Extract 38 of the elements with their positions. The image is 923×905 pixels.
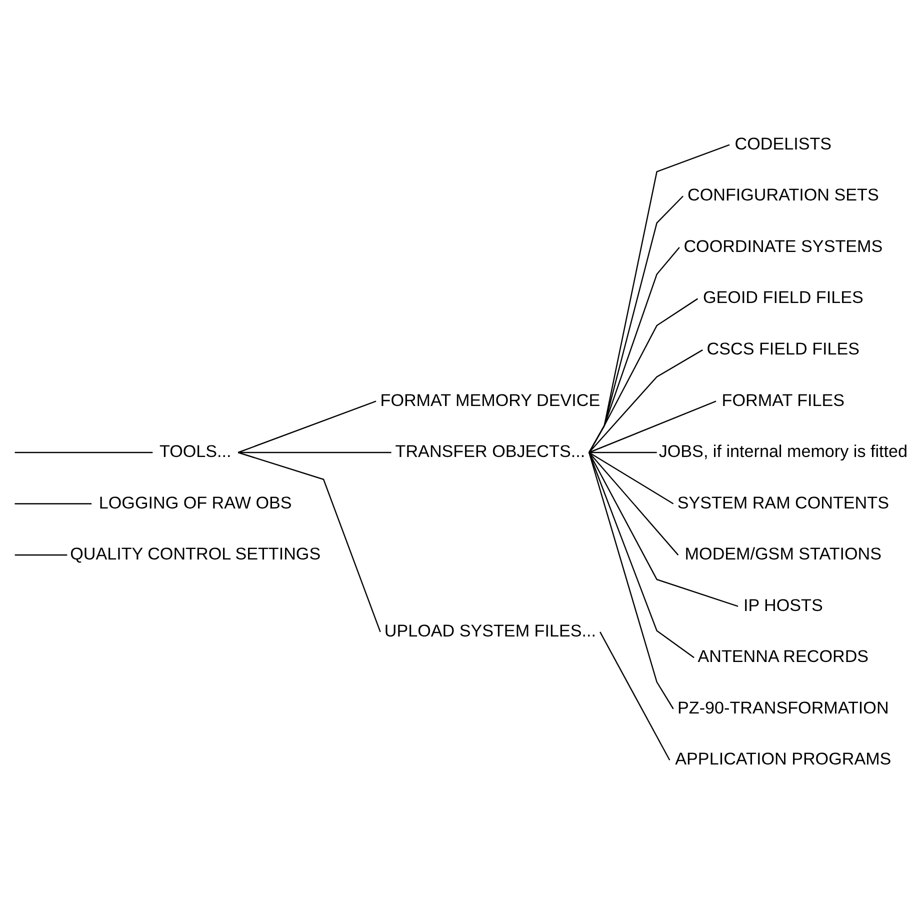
connector bbox=[588, 452, 679, 556]
node-text: CONFIGURATION SETS bbox=[688, 186, 879, 205]
connector bbox=[588, 196, 684, 453]
node-text: MODEM/GSM STATIONS bbox=[684, 544, 882, 564]
connector bbox=[588, 452, 674, 710]
node-text: FORMAT MEMORY DEVICE bbox=[380, 390, 600, 410]
connector bbox=[588, 247, 680, 453]
node-text: GEOID FIELD FILES bbox=[702, 288, 864, 308]
connector bbox=[238, 452, 381, 632]
node-text: TOOLS... bbox=[159, 442, 232, 462]
node-text: ANTENNA RECORDS bbox=[698, 647, 869, 666]
connector bbox=[588, 298, 698, 453]
node-text: PZ-90-TRANSFORMATION bbox=[678, 698, 889, 718]
connector bbox=[588, 400, 716, 454]
connector bbox=[588, 452, 694, 658]
node-text: LOGGING OF RAW OBS bbox=[98, 493, 292, 512]
node-text: IP HOSTS bbox=[743, 596, 823, 615]
node-text: COORDINATE SYSTEMS bbox=[684, 236, 883, 256]
connector bbox=[588, 452, 738, 607]
node-text: CSCS FIELD FILES bbox=[706, 339, 860, 358]
node-text: CODELISTS bbox=[734, 134, 832, 154]
connector bbox=[589, 452, 657, 454]
connector bbox=[14, 503, 92, 504]
node-text: JOBS, if internal memory is fitted bbox=[658, 442, 908, 462]
connector bbox=[238, 400, 376, 454]
connector bbox=[600, 632, 670, 760]
connector bbox=[14, 452, 153, 454]
node-text: APPLICATION PROGRAMS bbox=[675, 750, 892, 769]
node-text: UPLOAD SYSTEM FILES... bbox=[384, 621, 596, 640]
node-text: TRANSFER OBJECTS... bbox=[395, 442, 586, 462]
connector bbox=[588, 144, 730, 453]
connector bbox=[238, 452, 392, 454]
node-text: FORMAT FILES bbox=[722, 390, 845, 410]
connector bbox=[14, 554, 68, 556]
connector bbox=[588, 452, 674, 504]
node-text: QUALITY CONTROL SETTINGS bbox=[70, 544, 321, 564]
node-text: SYSTEM RAM CONTENTS bbox=[677, 493, 889, 512]
connector bbox=[588, 349, 703, 453]
